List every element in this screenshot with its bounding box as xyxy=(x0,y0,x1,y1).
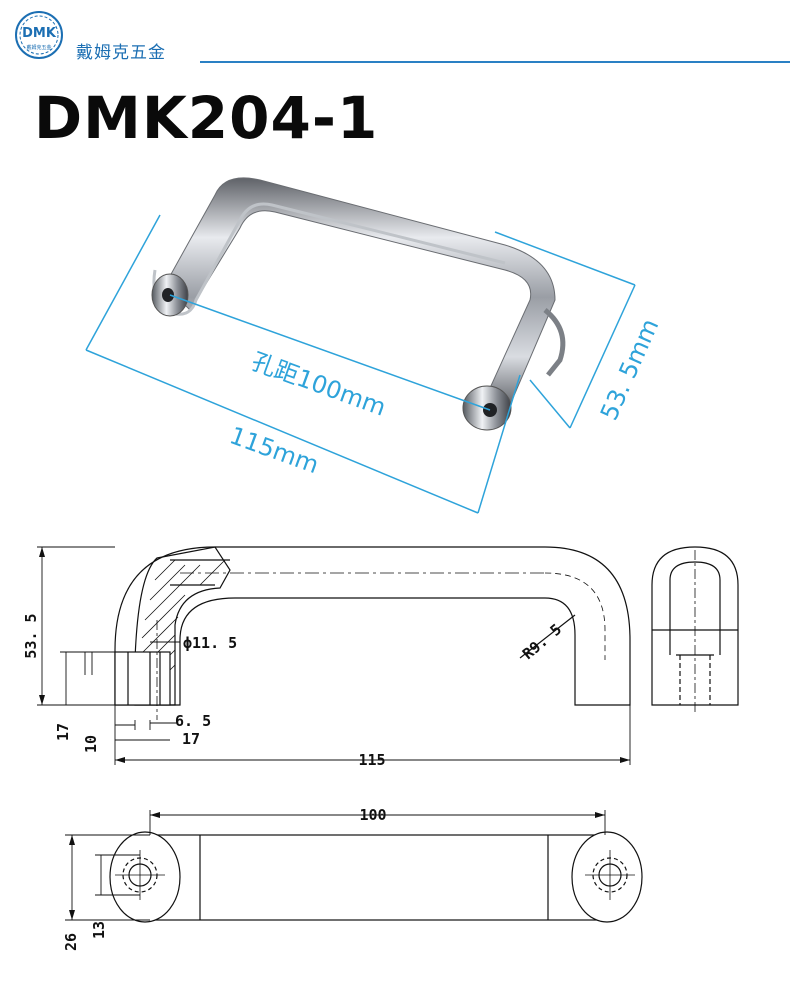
dim-53-5: 53. 5 xyxy=(22,613,40,658)
dimension-lines xyxy=(37,546,631,921)
dmk-logo: DMK 戴姆克五金 xyxy=(15,11,63,59)
end-view xyxy=(651,546,739,715)
overall-length-label: 115mm xyxy=(226,421,323,479)
dim-100: 100 xyxy=(359,806,386,824)
dim-17-horizontal: 17 xyxy=(182,730,200,748)
hole-pitch-label: 孔距100mm xyxy=(248,347,390,421)
svg-text:DMK: DMK xyxy=(22,26,57,41)
dim-17-vertical: 17 xyxy=(54,723,72,741)
product-photo: 孔距100mm 115mm 53. 5mm xyxy=(85,177,664,514)
page-header: DMK 戴姆克五金 戴姆克五金 xyxy=(0,0,790,75)
dim-115: 115 xyxy=(358,751,385,769)
dim-26: 26 xyxy=(62,933,80,951)
dim-radius: R9. 5 xyxy=(519,620,565,663)
dim-13: 13 xyxy=(90,921,108,939)
technical-drawing: 53. 5 ϕ11. 5 R9. 5 6. 5 17 17 10 115 100… xyxy=(22,546,739,951)
top-view xyxy=(109,831,643,923)
height-label: 53. 5mm xyxy=(595,315,664,425)
brand-name: 戴姆克五金 xyxy=(76,43,166,63)
dim-diameter: ϕ11. 5 xyxy=(183,634,237,652)
dim-10: 10 xyxy=(82,735,100,753)
photo-dimension-lines xyxy=(85,214,636,514)
header-divider xyxy=(200,61,790,63)
side-view xyxy=(114,546,631,720)
dim-6-5: 6. 5 xyxy=(175,712,211,730)
dimension-arrows xyxy=(39,547,630,920)
product-model-title: DMK204-1 xyxy=(34,84,379,152)
svg-text:戴姆克五金: 戴姆克五金 xyxy=(26,44,51,51)
